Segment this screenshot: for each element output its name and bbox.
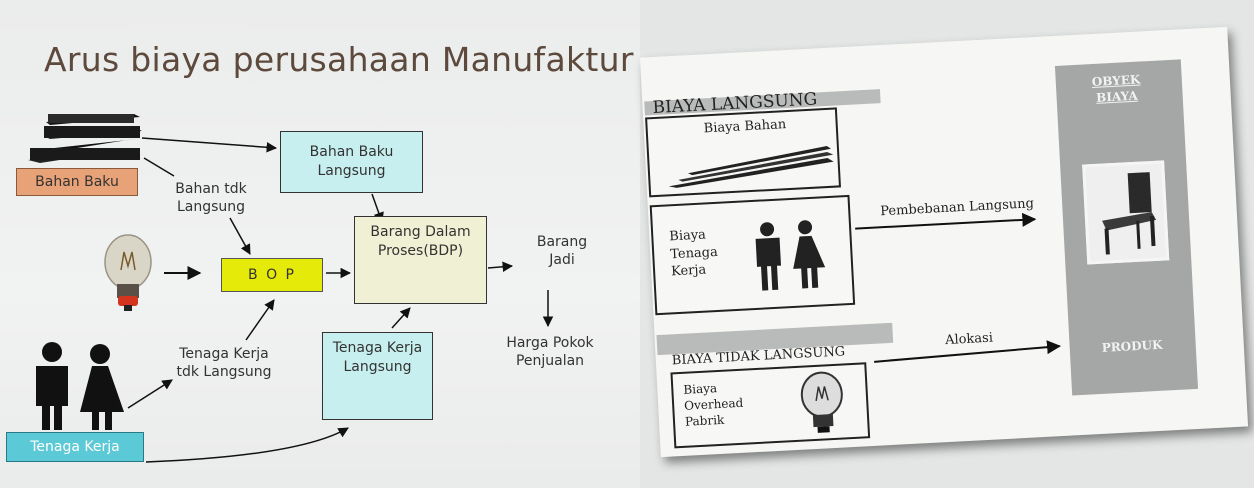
obyek-biaya-label: OBYEK BIAYA <box>1091 72 1141 106</box>
boards-icon <box>668 146 834 188</box>
pembebanan-langsung-arrow <box>855 212 1037 230</box>
alokasi-arrow <box>874 340 1062 363</box>
tenaga-kerja-langsung-box: Tenaga Kerja Langsung <box>322 332 433 420</box>
chair-image-box <box>1082 160 1170 265</box>
bahan-baku-langsung-box: Bahan Baku Langsung <box>280 131 423 193</box>
biaya-bahan-label: Biaya Bahan <box>703 117 787 137</box>
light-bulb-icon <box>104 234 152 311</box>
biaya-overhead-pabrik-box: Biaya Overhead Pabrik <box>670 362 871 449</box>
people-icon <box>755 220 826 291</box>
obyek-biaya-column: OBYEK BIAYA PRODUK <box>1054 59 1199 396</box>
barang-jadi-label: Barang Jadi <box>536 234 588 269</box>
bop-box: B O P <box>221 258 323 292</box>
bdp-box: Barang Dalam Proses(BDP) <box>354 216 487 304</box>
left-diagram-panel: Arus biaya perusahaan Manufaktur <box>0 0 640 488</box>
bahan-baku-langsung-label: Bahan Baku Langsung <box>309 144 394 179</box>
bdp-label: Barang Dalam Proses(BDP) <box>370 224 471 259</box>
produk-label: PRODUK <box>1101 337 1163 355</box>
light-bulb-icon <box>800 371 843 433</box>
left-diagram-svg <box>28 114 554 463</box>
harga-pokok-penjualan-label: Harga Pokok Penjualan <box>506 335 594 370</box>
tenaga-kerja-tdk-langsung-label: Tenaga Kerja tdk Langsung <box>176 346 272 381</box>
scanned-figure: BIAYA LANGSUNG Biaya Bahan Biaya Tenaga … <box>639 26 1249 458</box>
page-title: Arus biaya perusahaan Manufaktur <box>44 40 634 79</box>
bahan-baku-box: Bahan Baku <box>16 168 138 196</box>
stacked-boards-icon <box>28 114 142 163</box>
people-icon <box>36 342 124 430</box>
tenaga-kerja-box: Tenaga Kerja <box>6 432 144 462</box>
biaya-tenaga-kerja-label: Biaya Tenaga Kerja <box>668 227 719 280</box>
chair-icon <box>1102 172 1157 255</box>
bop-label: B O P <box>248 266 296 283</box>
biaya-bahan-box: Biaya Bahan <box>645 107 841 198</box>
biaya-overhead-pabrik-label: Biaya Overhead Pabrik <box>683 381 744 430</box>
bahan-tdk-langsung-label: Bahan tdk Langsung <box>175 181 247 216</box>
bahan-baku-label: Bahan Baku <box>35 173 119 190</box>
tenaga-kerja-langsung-label: Tenaga Kerja Langsung <box>332 340 423 375</box>
alokasi-label: Alokasi <box>944 330 994 349</box>
tenaga-kerja-label: Tenaga Kerja <box>30 438 120 455</box>
biaya-tenaga-kerja-box: Biaya Tenaga Kerja <box>649 194 856 316</box>
